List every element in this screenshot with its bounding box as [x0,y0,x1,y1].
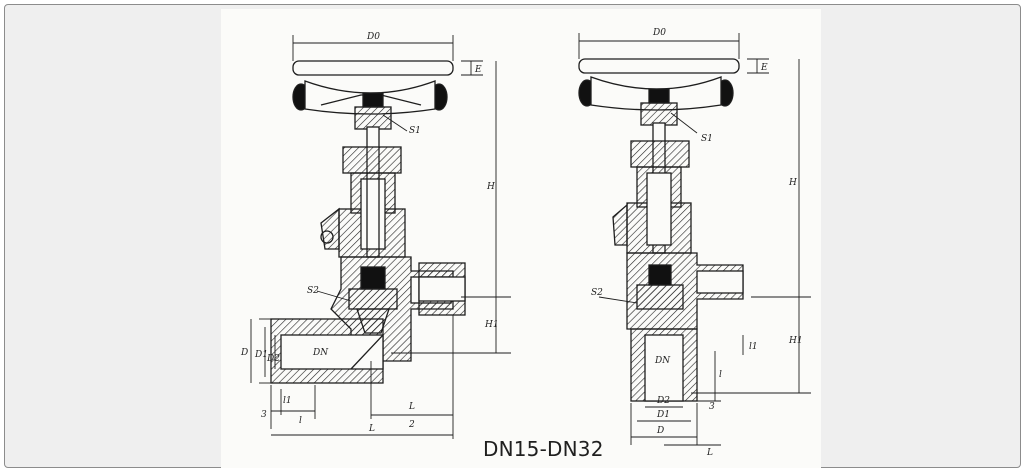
left-label-d: D [240,348,248,358]
left-label-l1: l1 [283,396,292,406]
right-valve-view [578,33,811,446]
technical-drawing-sheet: D0 E S1 S2 H H1 DN D D1 D2 l1 l 3 L 2 L [221,9,821,468]
left-label-h1: H1 [484,320,499,330]
right-label-d0: D0 [652,28,666,38]
left-label-d0: D0 [366,32,380,42]
left-label-d1: D1 [254,350,268,360]
left-label-dn: DN [312,348,329,358]
left-label-e: E [474,65,482,75]
left-label-half-l: L [408,402,415,412]
right-label-h: H [788,178,797,188]
left-label-3: 3 [261,410,267,420]
right-label-length: L [706,448,713,458]
right-label-h1: H1 [788,336,803,346]
right-label-d: D [656,426,664,436]
left-label-half-div: 2 [408,420,415,430]
drawing-caption: DN15-DN32 [483,437,604,461]
left-label-h: H [486,182,495,192]
right-label-e: E [760,63,768,73]
right-label-d2: D2 [656,396,670,406]
right-label-s1: S1 [701,134,713,144]
left-label-length: L [368,424,375,434]
right-label-s2: S2 [591,288,603,298]
left-label-d2: D2 [266,354,280,364]
valve-drawing: D0 E S1 S2 H H1 DN D D1 D2 l1 l 3 L 2 L [240,28,811,458]
left-valve-view [250,35,511,439]
right-label-dn: DN [654,356,671,366]
left-label-s2: S2 [307,286,319,296]
left-label-l: l [299,416,302,426]
right-label-l1: l1 [749,342,758,352]
left-label-s1: S1 [409,126,421,136]
right-label-d1: D1 [656,410,670,420]
right-label-l: l [719,370,722,380]
right-label-3: 3 [709,402,715,412]
